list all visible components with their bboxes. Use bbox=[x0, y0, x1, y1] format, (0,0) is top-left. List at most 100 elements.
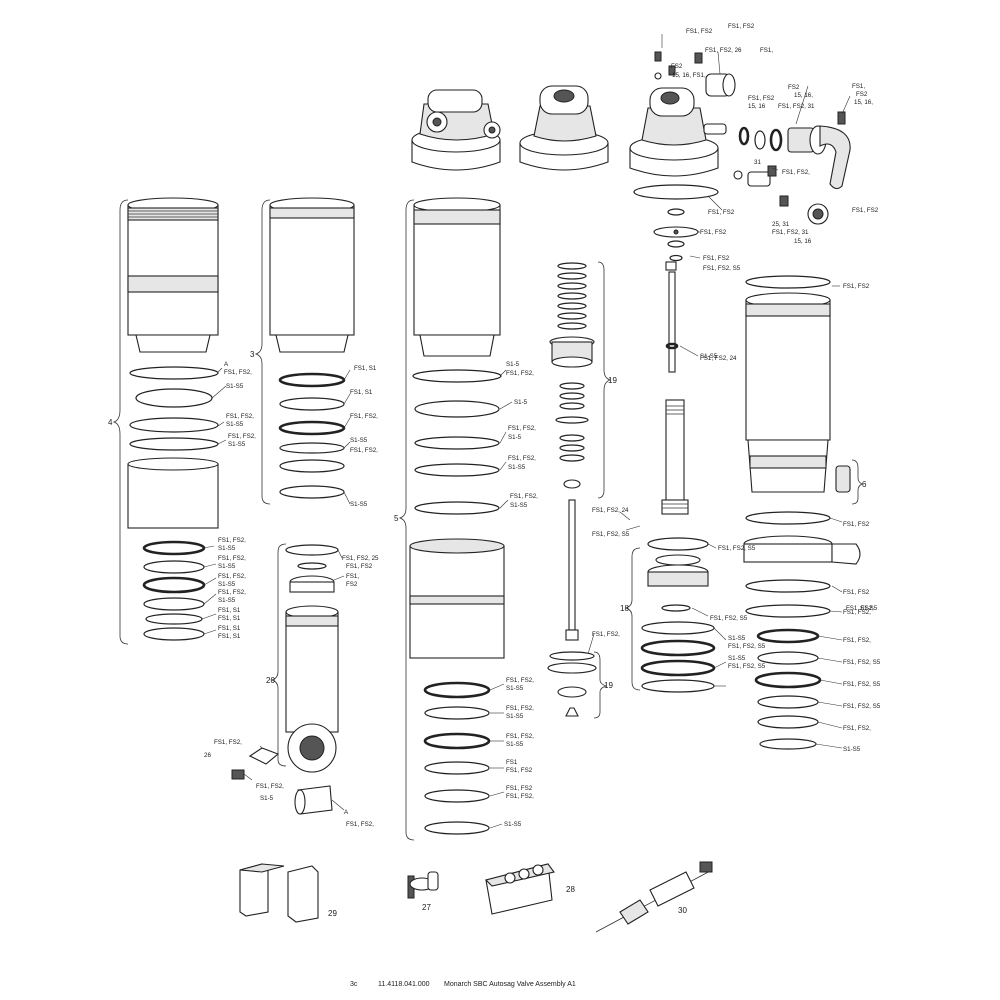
tool-29 bbox=[239, 863, 319, 923]
callout-label: FS1, FS2, 26 bbox=[705, 47, 742, 54]
callout-label: FS1, FS2, bbox=[846, 605, 874, 612]
callout-label: 31 bbox=[754, 159, 761, 166]
callout-label: S1-S5 bbox=[506, 685, 524, 692]
callout-label: S1-S5 bbox=[506, 713, 524, 720]
tool-30 bbox=[595, 861, 713, 933]
valve-hardware bbox=[654, 51, 851, 225]
callout-label: FS2 bbox=[856, 91, 868, 98]
callout-label: FS1, FS2 bbox=[346, 563, 373, 570]
body-5-assembly bbox=[409, 197, 505, 835]
callout-label: FS1 bbox=[506, 759, 518, 766]
callout-label: FS1, FS2, bbox=[592, 631, 620, 638]
callout-label: FS1, FS2, bbox=[218, 555, 246, 562]
callout-label: S1-S5 bbox=[228, 441, 246, 448]
callout-label: FS1, FS2, bbox=[508, 455, 536, 462]
part-number-label: 4 bbox=[108, 418, 113, 427]
callout-label: FS1, FS2, bbox=[508, 425, 536, 432]
callout-label: FS1, FS2, bbox=[218, 573, 246, 580]
shaft-assembly bbox=[633, 184, 719, 515]
callout-label: S1-5 bbox=[506, 361, 520, 368]
footer: 3c 11.4118.041.000 Monarch SBC Autosag V… bbox=[350, 981, 576, 988]
callout-label: FS1, FS2, bbox=[350, 447, 378, 454]
callout-label: FS1, FS2, 25 bbox=[342, 555, 379, 562]
eyelet-head-3 bbox=[629, 87, 727, 177]
callout-label: FS1, bbox=[346, 573, 359, 580]
callout-label: FS1, FS2, bbox=[782, 169, 810, 176]
group-brackets bbox=[112, 199, 863, 841]
callout-label: 15, 16 bbox=[748, 103, 766, 110]
part-number-label: 3 bbox=[250, 350, 255, 359]
callout-label: S1-S5 bbox=[506, 741, 524, 748]
callout-label: FS1, FS2, S5 bbox=[728, 663, 766, 670]
eyelet-head-1 bbox=[411, 89, 501, 171]
callout-label: FS1, FS2, bbox=[843, 609, 871, 616]
callout-label: FS1, FS2, S5 bbox=[703, 265, 741, 272]
callout-label: S1-5 bbox=[514, 399, 528, 406]
body-4-assembly bbox=[127, 197, 219, 641]
callout-label: 26 bbox=[204, 752, 211, 759]
callout-label: FS1, FS2, 24 bbox=[592, 507, 629, 514]
callout-label: FS1, S1 bbox=[218, 607, 241, 614]
air-can-assembly bbox=[743, 275, 861, 750]
callout-label: S1-S5 bbox=[508, 464, 526, 471]
part-20-assembly bbox=[231, 544, 339, 815]
callout-label: FS1, FS2 bbox=[843, 283, 870, 290]
callout-label: FS1, FS2, bbox=[218, 537, 246, 544]
callout-label: FS2 bbox=[671, 63, 683, 70]
footer-part-number: 11.4118.041.000 bbox=[378, 981, 430, 988]
footer-description: Monarch SBC Autosag Valve Assembly A1 bbox=[444, 981, 576, 988]
callout-label: S1-S5 bbox=[843, 746, 861, 753]
tool-27 bbox=[407, 871, 439, 899]
callout-label: S1-S5 bbox=[700, 353, 718, 360]
tool-28 bbox=[484, 863, 555, 915]
callout-label: FS1, FS2 bbox=[728, 23, 755, 30]
part-number-label: 27 bbox=[422, 903, 431, 912]
callout-label: FS2 bbox=[788, 84, 800, 91]
callout-label: FS1, FS2 bbox=[700, 229, 727, 236]
callout-label: S1-S5 bbox=[350, 501, 368, 508]
eyelet-head-2 bbox=[519, 85, 609, 171]
callout-label: FS1, FS2, S5 bbox=[728, 643, 766, 650]
callout-label: S1-S5 bbox=[728, 655, 746, 662]
callout-label: S1-5 bbox=[508, 434, 522, 441]
callout-label: FS1, FS2, bbox=[224, 369, 252, 376]
callout-label: FS1, FS2, bbox=[506, 370, 534, 377]
callout-label: FS1, FS2, bbox=[843, 725, 871, 732]
callout-label: FS1, FS2 bbox=[852, 207, 879, 214]
part-19-stack bbox=[547, 262, 597, 717]
callout-label: FS2 bbox=[346, 581, 358, 588]
callout-label: FS1, FS2, S5 bbox=[710, 615, 748, 622]
callout-label: FS1, S1 bbox=[218, 633, 241, 640]
callout-label: FS1, FS2, bbox=[226, 413, 254, 420]
callout-label: FS1, FS2, bbox=[214, 739, 242, 746]
callout-label: S1-S5 bbox=[510, 502, 528, 509]
callout-label: S1-S5 bbox=[504, 821, 522, 828]
callout-label: 25, 31 bbox=[772, 221, 790, 228]
callout-label: S1-S5 bbox=[860, 605, 878, 612]
part-number-label: 19 bbox=[604, 681, 613, 690]
callout-label: A bbox=[224, 361, 229, 368]
callout-label: FS1, FS2, bbox=[350, 413, 378, 420]
callout-label: FS1, FS2, bbox=[228, 433, 256, 440]
callout-label: S1-S5 bbox=[218, 563, 236, 570]
part-number-label: 20 bbox=[266, 676, 275, 685]
footer-index: 3c bbox=[350, 981, 358, 988]
callout-label: FS1, FS2, S5 bbox=[843, 703, 881, 710]
callout-label: S1-S5 bbox=[226, 383, 244, 390]
callout-label: FS1, FS2 bbox=[843, 521, 870, 528]
callout-label: FS1, FS2 bbox=[708, 209, 735, 216]
callout-label: 15, 16, bbox=[854, 99, 873, 106]
callout-label: S1-S5 bbox=[350, 437, 368, 444]
callout-label: FS1, FS2, 24 bbox=[700, 355, 737, 362]
callout-label: FS1, bbox=[852, 83, 865, 90]
callout-label: FS1, bbox=[760, 47, 773, 54]
callout-label: 15, 16, bbox=[794, 92, 813, 99]
part-number-label: 29 bbox=[328, 909, 337, 918]
callout-label: S1-S5 bbox=[218, 545, 236, 552]
part-number-label: 30 bbox=[678, 906, 687, 915]
callout-label: S1-5 bbox=[260, 795, 274, 802]
leader-lines bbox=[201, 34, 851, 829]
callout-label: FS1, FS2, bbox=[506, 733, 534, 740]
callout-label: FS1, FS2 bbox=[748, 95, 775, 102]
